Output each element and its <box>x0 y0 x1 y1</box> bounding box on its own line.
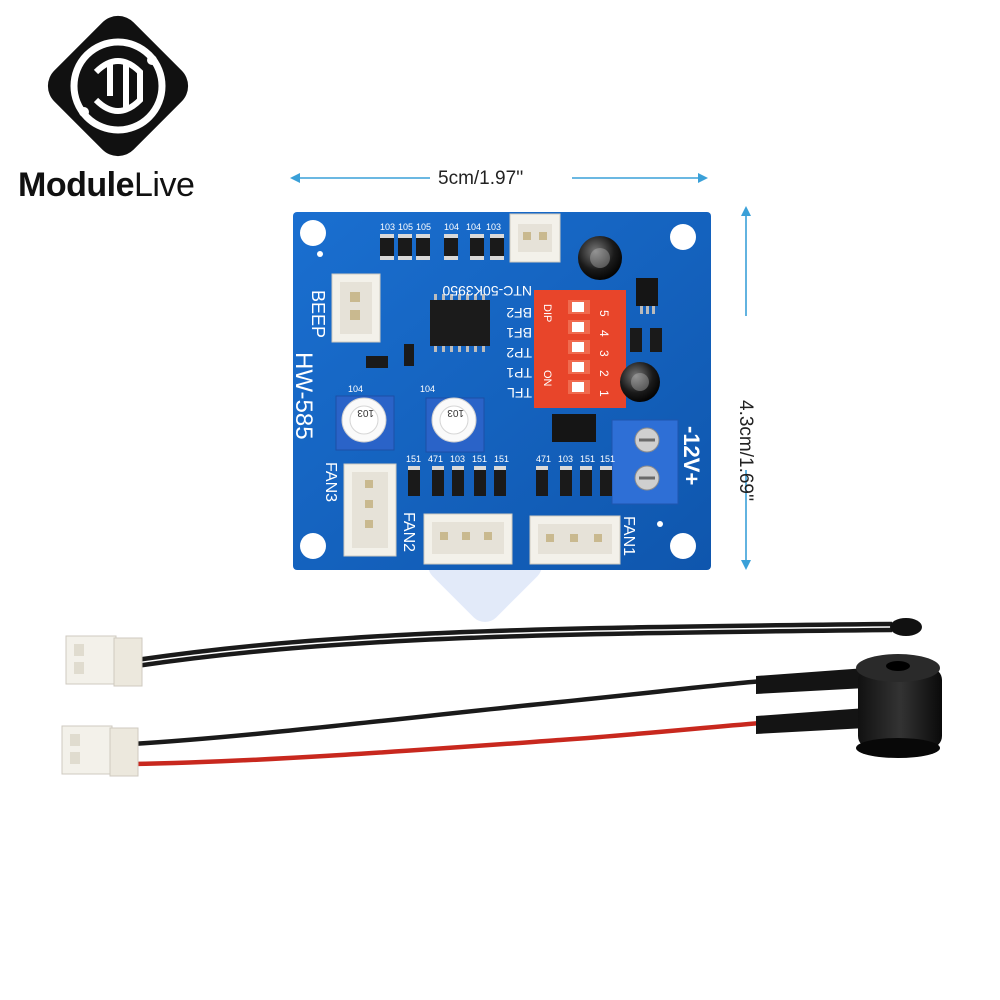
pot-marking-right: 103 <box>447 407 464 418</box>
dip-title-label: DIP <box>541 304 553 322</box>
dip-number-5: 5 <box>597 310 611 317</box>
smd-components-bottom <box>366 328 662 496</box>
pot-code-left: 104 <box>348 384 363 394</box>
resistor-code: 104 <box>466 222 481 232</box>
power-terminal <box>611 419 679 505</box>
dip-number-2: 2 <box>597 370 611 377</box>
dip-function-tfl: TFL <box>507 385 532 401</box>
resistor-code: 151 <box>600 454 615 464</box>
dip-switch <box>534 290 626 408</box>
fan3-label: FAN3 <box>322 462 339 502</box>
resistor-code: 103 <box>558 454 573 464</box>
voltage-regulator <box>552 414 596 442</box>
height-dimension-label: 4.3cm/1.69'' <box>735 400 756 502</box>
dip-function-tp1: TP1 <box>506 365 532 381</box>
resistor-code: 105 <box>416 222 431 232</box>
resistor-codes-top: 103 105 105 104 104 103 <box>380 222 501 232</box>
pot-marking-left: 103 <box>357 407 374 418</box>
dip-on-label: ON <box>541 370 553 387</box>
buzzer <box>856 654 942 758</box>
buzzer-cable <box>131 668 866 767</box>
brand-logo <box>47 15 189 157</box>
brand-name-light: Live <box>133 166 195 204</box>
resistor-codes-bottom: 151 471 103 151 151 471 103 151 151 <box>406 454 615 464</box>
ic-chip <box>430 294 490 352</box>
capacitor-top <box>578 236 622 280</box>
fan2-label: FAN2 <box>400 512 417 552</box>
smd-components-top <box>380 234 504 260</box>
ntc-label: NTC-50K3950 <box>442 283 532 299</box>
resistor-code: 471 <box>428 454 443 464</box>
beep-connector <box>331 273 381 343</box>
dip-number-1: 1 <box>597 390 611 397</box>
fan1-connector <box>529 515 621 565</box>
capacitor-middle <box>620 362 660 402</box>
width-dimension-label: 5cm/1.97'' <box>438 168 524 189</box>
dip-number-labels: 1 2 3 4 5 <box>597 310 611 397</box>
brand-name-bold: Module <box>18 166 134 204</box>
dip-number-4: 4 <box>597 330 611 337</box>
dip-function-bf2: BF2 <box>506 305 532 321</box>
resistor-code: 151 <box>580 454 595 464</box>
height-dimension-arrow <box>741 206 751 570</box>
ntc-thermistor-cable <box>135 618 922 669</box>
dip-function-bf1: BF1 <box>506 325 532 341</box>
dip-function-labels: BF2 BF1 TP2 TP1 TFL <box>506 305 532 401</box>
resistor-code: 103 <box>486 222 501 232</box>
fan1-label: FAN1 <box>620 516 637 556</box>
potentiometer-left <box>335 395 395 451</box>
resistor-code: 151 <box>494 454 509 464</box>
ntc-connector <box>509 213 561 263</box>
ntc-plug <box>65 635 143 687</box>
power-label: -12V+ <box>679 426 704 485</box>
model-label: HW-585 <box>290 352 317 440</box>
fan3-connector <box>343 463 397 557</box>
pot-code-right: 104 <box>420 384 435 394</box>
resistor-code: 151 <box>472 454 487 464</box>
resistor-code: 471 <box>536 454 551 464</box>
width-dimension-arrow <box>290 173 708 183</box>
transistor <box>636 278 658 314</box>
brand-name: ModuleLive <box>18 166 195 205</box>
beep-label: BEEP <box>308 290 328 338</box>
resistor-code: 105 <box>398 222 413 232</box>
dip-number-3: 3 <box>597 350 611 357</box>
resistor-code: 103 <box>380 222 395 232</box>
buzzer-plug <box>61 725 139 777</box>
resistor-code: 104 <box>444 222 459 232</box>
resistor-code: 151 <box>406 454 421 464</box>
fan2-connector <box>423 513 513 565</box>
resistor-code: 103 <box>450 454 465 464</box>
dip-function-tp2: TP2 <box>506 345 532 361</box>
potentiometer-right <box>425 397 485 453</box>
